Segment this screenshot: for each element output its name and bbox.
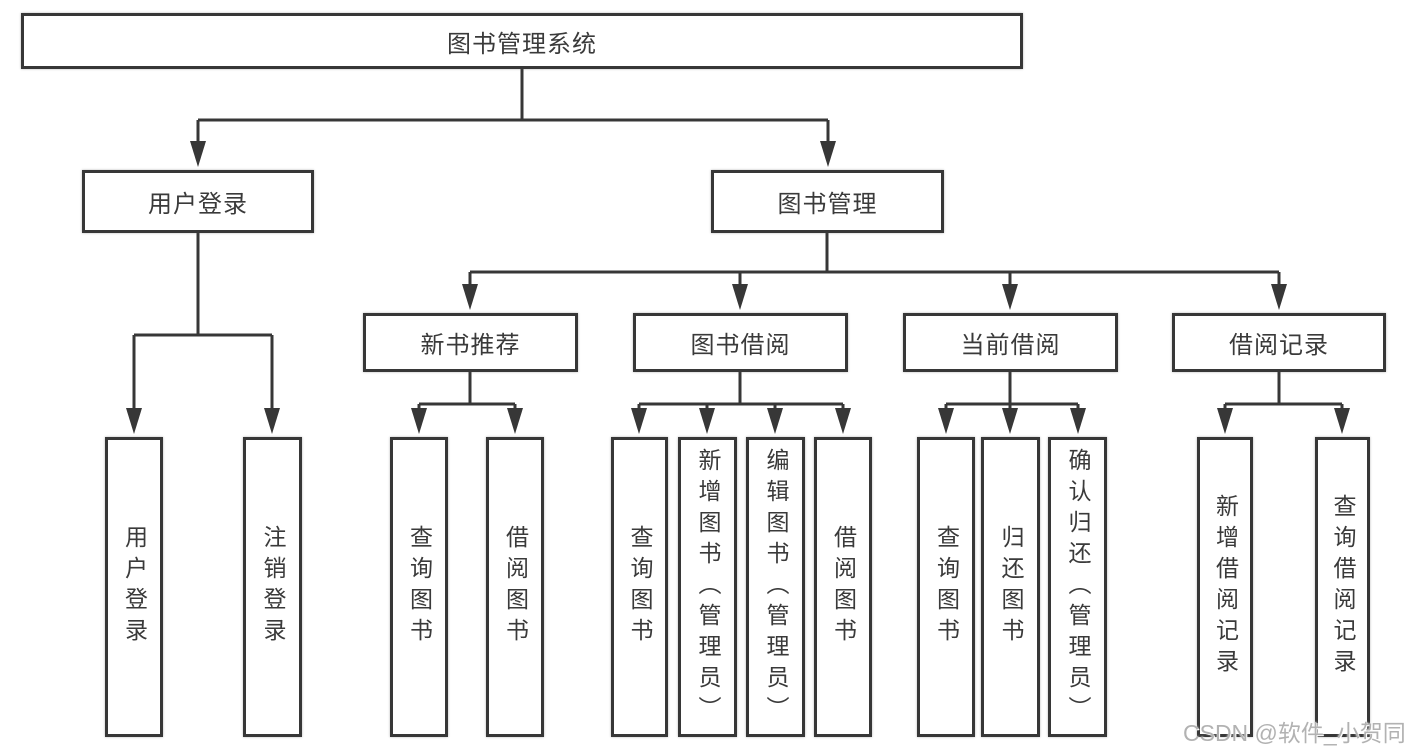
branch-book-management: [462, 233, 1287, 310]
leaf-confirm-return-admin: 确认归还（管理员）: [1048, 437, 1107, 737]
leaf-add-books-admin: 新增图书（管理员）: [678, 437, 737, 737]
leaf-query-books-borrow: 查询图书: [611, 437, 668, 737]
branch-new-book-recommend: [411, 372, 523, 434]
arrow-down-icon: [411, 408, 427, 434]
leaf-query-books-recommend: 查询图书: [390, 437, 448, 737]
branch-book-borrow: [631, 372, 851, 434]
arrow-down-icon: [820, 141, 836, 167]
leaf-borrow-books-recommend: 借阅图书: [486, 437, 544, 737]
arrow-down-icon: [1217, 408, 1233, 434]
arrow-down-icon: [938, 408, 954, 434]
node-new-book-recommend: 新书推荐: [363, 313, 578, 372]
node-book-borrow: 图书借阅: [633, 313, 848, 372]
node-user-login: 用户登录: [82, 170, 314, 233]
arrow-down-icon: [1070, 408, 1086, 434]
branch-borrow-records: [1217, 372, 1350, 434]
arrow-down-icon: [1271, 284, 1287, 310]
branch-current-borrow: [938, 372, 1086, 434]
node-current-borrow: 当前借阅: [903, 313, 1118, 372]
arrow-down-icon: [1334, 408, 1350, 434]
node-root: 图书管理系统: [21, 13, 1023, 69]
branch-root: [190, 69, 836, 167]
leaf-borrow-books: 借阅图书: [814, 437, 872, 737]
leaf-query-books-current: 查询图书: [917, 437, 975, 737]
arrow-down-icon: [631, 408, 647, 434]
leaf-add-borrow-record: 新增借阅记录: [1197, 437, 1253, 737]
arrow-down-icon: [190, 141, 206, 167]
branch-user-login: [126, 233, 280, 434]
leaf-logout: 注销登录: [243, 437, 302, 737]
arrow-down-icon: [507, 408, 523, 434]
arrow-down-icon: [835, 408, 851, 434]
leaf-return-books: 归还图书: [981, 437, 1040, 737]
node-borrow-records: 借阅记录: [1172, 313, 1386, 372]
watermark: CSDN @软件_小贺同学: [1183, 720, 1405, 746]
leaf-query-borrow-record: 查询借阅记录: [1315, 437, 1370, 737]
arrow-down-icon: [1002, 284, 1018, 310]
arrow-down-icon: [462, 284, 478, 310]
arrow-down-icon: [699, 408, 715, 434]
arrow-down-icon: [767, 408, 783, 434]
arrow-down-icon: [264, 408, 280, 434]
leaf-edit-books-admin: 编辑图书（管理员）: [746, 437, 805, 737]
arrow-down-icon: [1002, 408, 1018, 434]
leaf-user-login: 用户登录: [105, 437, 163, 737]
arrow-down-icon: [126, 408, 142, 434]
arrow-down-icon: [732, 284, 748, 310]
node-book-management: 图书管理: [711, 170, 944, 233]
